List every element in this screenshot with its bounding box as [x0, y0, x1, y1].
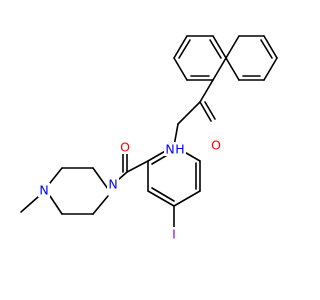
atom-label-nitrogen-piperazine: N	[107, 177, 119, 192]
svg-text:N: N	[39, 183, 48, 198]
naphthalene-ring-b	[225, 35, 278, 81]
svg-text:N: N	[165, 142, 174, 157]
carbonyl-group	[117, 151, 149, 181]
atom-label-oxygen-ketone: O	[119, 140, 131, 155]
structure-canvas: O N H O N N I	[20, 35, 278, 242]
atom-label-nitrogen-methyl: N	[38, 183, 50, 198]
svg-text:H: H	[175, 142, 184, 157]
molecule-structure: O N H O N N I	[20, 35, 278, 242]
svg-text:O: O	[120, 140, 130, 155]
naphthalene-ring-a	[173, 35, 227, 81]
atom-label-oxygen-amide: O	[210, 138, 222, 153]
methyl-bond	[20, 196, 39, 213]
atom-label-iodine: I	[170, 227, 178, 242]
amide-group	[173, 79, 216, 147]
svg-text:O: O	[211, 138, 221, 153]
piperazine-ring	[49, 167, 109, 215]
atom-label-nh-amide: N H	[164, 142, 186, 157]
svg-text:I: I	[172, 227, 176, 242]
svg-text:N: N	[108, 177, 117, 192]
